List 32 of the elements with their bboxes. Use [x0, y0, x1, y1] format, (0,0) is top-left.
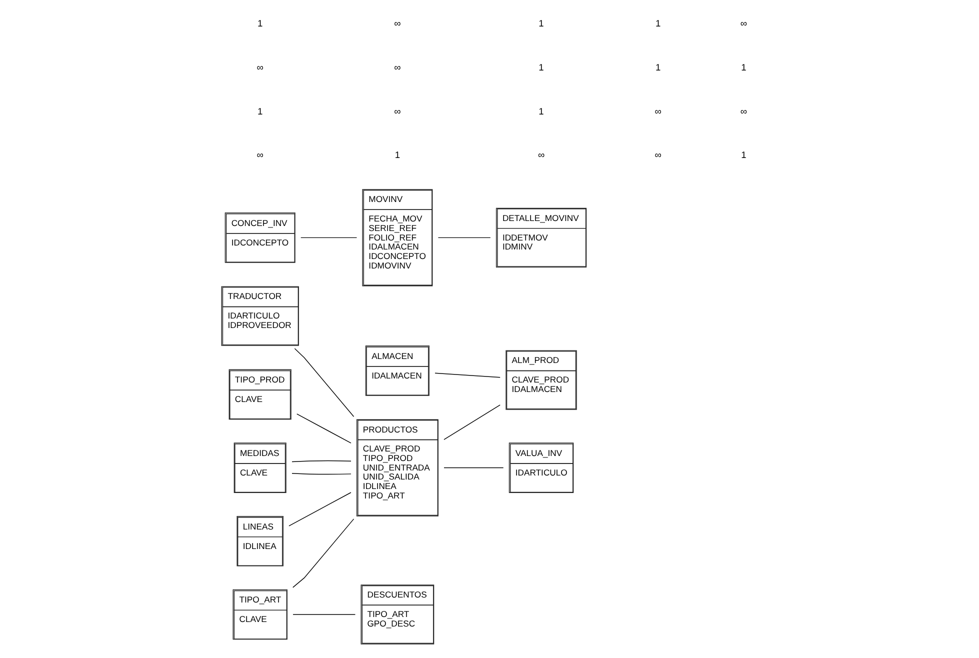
label: ∞ [654, 106, 662, 116]
connector [434, 372, 500, 378]
label: ∞ [740, 106, 748, 116]
label: ∞ [394, 62, 401, 72]
label: ∞ [654, 150, 662, 160]
label: ∞ [256, 62, 264, 72]
label: 1 [538, 62, 544, 72]
label: 1 [538, 106, 544, 116]
label: ∞ [538, 150, 545, 160]
connector [444, 404, 500, 440]
label: ∞ [394, 106, 401, 116]
label: ∞ [740, 18, 748, 29]
connector [296, 414, 352, 444]
label: ∞ [256, 150, 264, 160]
label: 1 [656, 18, 661, 29]
connector [292, 518, 354, 588]
connector [292, 460, 352, 462]
label: 1 [258, 18, 263, 29]
connector [292, 614, 356, 615]
label: 1 [394, 150, 400, 160]
connector [294, 348, 354, 417]
connector [438, 237, 491, 238]
label: 1 [741, 62, 746, 72]
label: 1 [538, 18, 544, 29]
connector [288, 492, 352, 526]
connector [444, 467, 504, 468]
label: 1 [741, 150, 746, 160]
label: 1 [656, 62, 661, 72]
connector [300, 237, 358, 238]
label: ∞ [394, 18, 401, 29]
connector [292, 472, 352, 475]
label: 1 [258, 106, 263, 116]
